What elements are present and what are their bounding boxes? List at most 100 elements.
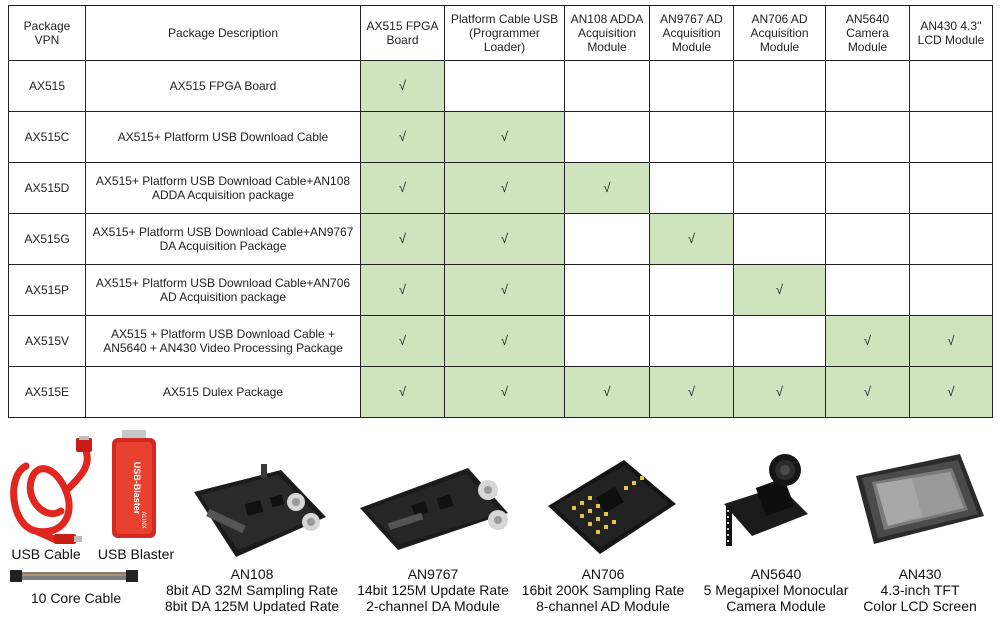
an9767-image (360, 468, 508, 550)
package-description-cell: AX515 FPGA Board (85, 60, 361, 112)
check-mark: √ (398, 384, 407, 399)
inclusion-cell (649, 264, 734, 316)
package-description-cell: AX515+ Platform USB Download Cable+AN976… (85, 213, 361, 265)
header-an430: AN430 4.3'' LCD Module (909, 5, 993, 61)
header-an5640: AN5640 Camera Module (825, 5, 910, 61)
inclusion-cell (909, 264, 993, 316)
check-mark: √ (947, 384, 955, 399)
product-gallery: USB Cable USB-Blaster ALINX USB Blaster … (0, 430, 1000, 618)
an9767-caption: AN9767 14bit 125M Update Rate 2-channel … (357, 566, 509, 614)
inclusion-cell (825, 60, 910, 112)
usb-cable-image (10, 436, 92, 544)
inclusion-cell (564, 60, 650, 112)
package-vpn-cell: AX515D (8, 162, 86, 214)
inclusion-cell: √ (444, 366, 565, 418)
check-mark: √ (947, 333, 955, 348)
check-mark: √ (775, 384, 784, 399)
inclusion-cell (733, 162, 826, 214)
check-mark: √ (398, 78, 407, 93)
usb-blaster-caption: USB Blaster (97, 546, 175, 562)
package-description-cell: AX515 + Platform USB Download Cable + AN… (85, 315, 361, 367)
table-header-row: Package VPN Package Description AX515 FP… (8, 5, 993, 61)
inclusion-cell: √ (360, 315, 445, 367)
inclusion-cell (733, 60, 826, 112)
an108-image (194, 464, 326, 557)
check-mark: √ (687, 384, 696, 399)
inclusion-cell: √ (360, 60, 445, 112)
package-vpn-cell: AX515E (8, 366, 86, 418)
inclusion-cell: √ (649, 213, 734, 265)
header-ax515-fpga-board: AX515 FPGA Board (360, 5, 445, 61)
inclusion-cell (649, 315, 734, 367)
package-vpn-cell: AX515 (8, 60, 86, 112)
package-vpn-cell: AX515C (8, 111, 86, 163)
inclusion-cell (909, 213, 993, 265)
usb-blaster-brand-text: ALINX (140, 511, 146, 528)
inclusion-cell (649, 111, 734, 163)
header-package-vpn: Package VPN (8, 5, 86, 61)
usb-blaster-image: USB-Blaster ALINX (112, 430, 156, 538)
package-vpn-cell: AX515V (8, 315, 86, 367)
check-mark: √ (687, 231, 696, 246)
an706-image (548, 460, 676, 554)
inclusion-cell (564, 213, 650, 265)
check-mark: √ (863, 333, 872, 348)
inclusion-cell (825, 111, 910, 163)
inclusion-cell (564, 264, 650, 316)
an706-caption: AN706 16bit 200K Sampling Rate 8-channel… (521, 566, 685, 614)
package-table: Package VPN Package Description AX515 FP… (8, 5, 993, 418)
inclusion-cell: √ (444, 213, 565, 265)
inclusion-cell: √ (564, 366, 650, 418)
inclusion-cell: √ (360, 111, 445, 163)
an430-caption: AN430 4.3-inch TFT Color LCD Screen (863, 566, 977, 614)
check-mark: √ (775, 282, 784, 297)
inclusion-cell: √ (825, 366, 910, 418)
inclusion-cell: √ (909, 315, 993, 367)
check-mark: √ (398, 282, 407, 297)
check-mark: √ (500, 282, 509, 297)
header-package-description: Package Description (85, 5, 361, 61)
inclusion-cell: √ (444, 315, 565, 367)
inclusion-cell: √ (360, 264, 445, 316)
header-an108: AN108 ADDA Acquisition Module (564, 5, 650, 61)
inclusion-cell (564, 315, 650, 367)
package-description-cell: AX515+ Platform USB Download Cable+AN706… (85, 264, 361, 316)
inclusion-cell (733, 213, 826, 265)
inclusion-cell (825, 264, 910, 316)
inclusion-cell (649, 162, 734, 214)
inclusion-cell (564, 111, 650, 163)
inclusion-cell (444, 60, 565, 112)
inclusion-cell (909, 162, 993, 214)
inclusion-cell (825, 162, 910, 214)
core-cable-caption: 10 Core Cable (30, 590, 122, 606)
check-mark: √ (398, 180, 407, 195)
inclusion-cell: √ (733, 264, 826, 316)
inclusion-cell: √ (444, 264, 565, 316)
inclusion-cell (825, 213, 910, 265)
an430-image (856, 454, 984, 544)
check-mark: √ (398, 129, 407, 144)
inclusion-cell (733, 315, 826, 367)
inclusion-cell: √ (733, 366, 826, 418)
inclusion-cell (733, 111, 826, 163)
inclusion-cell: √ (360, 162, 445, 214)
usb-blaster-device-text: USB-Blaster (132, 462, 142, 515)
an5640-caption: AN5640 5 Megapixel Monocular Camera Modu… (703, 566, 849, 614)
check-mark: √ (500, 384, 509, 399)
inclusion-cell: √ (825, 315, 910, 367)
an108-caption: AN108 8bit AD 32M Sampling Rate 8bit DA … (164, 566, 340, 614)
usb-cable-caption: USB Cable (11, 546, 81, 562)
package-vpn-cell: AX515G (8, 213, 86, 265)
check-mark: √ (500, 129, 509, 144)
check-mark: √ (500, 180, 509, 195)
header-an9767: AN9767 AD Acquisition Module (649, 5, 734, 61)
package-description-cell: AX515+ Platform USB Download Cable (85, 111, 361, 163)
package-description-cell: AX515+ Platform USB Download Cable+AN108… (85, 162, 361, 214)
check-mark: √ (603, 384, 611, 399)
